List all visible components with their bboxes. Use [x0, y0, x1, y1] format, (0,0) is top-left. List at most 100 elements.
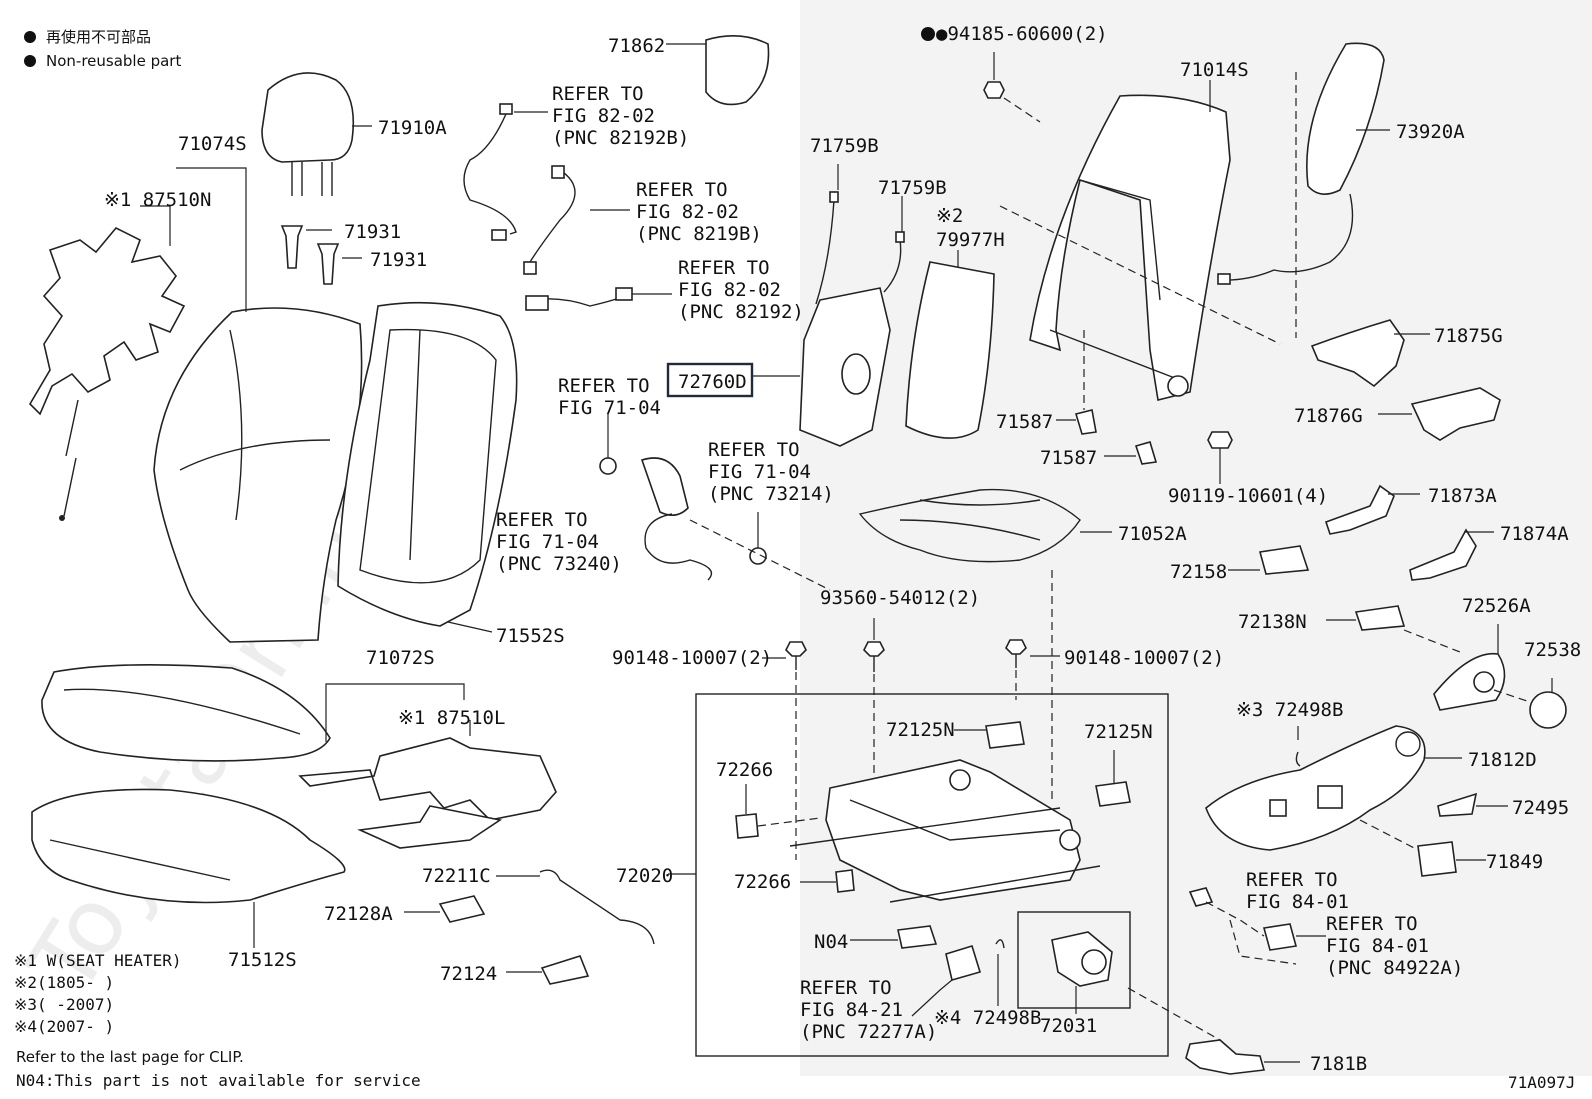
label-90148-a: 90148-10007(2): [612, 647, 772, 669]
label-71052A: 71052A: [1118, 523, 1187, 545]
label-79977H-note: ※2: [936, 205, 963, 227]
svg-text:REFER TO: REFER TO: [1246, 869, 1338, 891]
cover-72138N: [1326, 605, 1461, 653]
label-73920A: 73920A: [1396, 121, 1465, 143]
svg-text:FIG 84-01: FIG 84-01: [1246, 891, 1349, 913]
cover-72128A: [404, 895, 486, 923]
svg-text:FIG 71-04: FIG 71-04: [708, 461, 811, 483]
legend-english: Non-reusable part: [46, 52, 181, 70]
wire-harness-8219B: [523, 165, 630, 275]
label-71873A: 71873A: [1428, 485, 1497, 507]
refer-72277A[interactable]: REFER TO FIG 84-21 (PNC 72277A): [800, 977, 937, 1043]
svg-text:FIG 71-04: FIG 71-04: [558, 397, 661, 419]
label-72538: 72538: [1524, 639, 1581, 661]
spring-71052A: [858, 488, 1112, 800]
highlight-box-72760D: [666, 362, 754, 398]
adjuster-72020: [789, 759, 1101, 903]
airbag-73920A: [1217, 42, 1390, 338]
refer-fig-84-01[interactable]: REFER TO FIG 84-01: [1246, 869, 1349, 913]
svg-text:FIG 84-21: FIG 84-21: [800, 999, 903, 1021]
refer-fig-71-04[interactable]: REFER TO FIG 71-04: [558, 375, 661, 419]
label-90148-b: 90148-10007(2): [1064, 647, 1224, 669]
label-71014S: 71014S: [1180, 59, 1249, 81]
headrest-71910A: [261, 72, 372, 196]
svg-text:(PNC 72277A): (PNC 72277A): [800, 1021, 937, 1043]
refer-73214[interactable]: REFER TO FIG 71-04 (PNC 73214): [708, 439, 834, 505]
note-3: ※3( -2007): [14, 995, 114, 1014]
note-n04: N04:This part is not available for servi…: [16, 1071, 421, 1090]
clips-72266: [735, 784, 855, 893]
label-72138N: 72138N: [1238, 611, 1307, 633]
cover-71876G: [1378, 387, 1501, 441]
seatback-pad-71552S: [337, 301, 518, 633]
cover-71849: [1359, 819, 1486, 877]
refer-82192B[interactable]: REFER TO FIG 82-02 (PNC 82192B): [552, 83, 689, 149]
label-72760D: 72760D: [678, 371, 747, 393]
svg-text:REFER TO: REFER TO: [1326, 913, 1418, 935]
label-71910A: 71910A: [378, 117, 447, 139]
label-71759B-a: 71759B: [810, 135, 879, 157]
svg-text:(PNC 82192): (PNC 82192): [678, 301, 804, 323]
label-72266-a: 72266: [716, 759, 773, 781]
svg-text:FIG 82-02: FIG 82-02: [552, 105, 655, 127]
svg-text:REFER TO: REFER TO: [800, 977, 892, 999]
legend-japanese: 再使用不可部品: [46, 28, 151, 46]
label-71072S: 71072S: [366, 647, 435, 669]
label-93560: 93560-54012(2): [820, 587, 980, 609]
wire-harness-82192B: [463, 103, 548, 241]
svg-text:(PNC 73240): (PNC 73240): [496, 553, 622, 575]
cap-72538: [1493, 678, 1567, 729]
note-clip: Refer to the last page for CLIP.: [16, 1048, 244, 1066]
wire-harness-82192: [525, 287, 672, 311]
seatback-cover-71074S: [153, 167, 363, 643]
label-72498B-a: ※3 72498B: [1236, 699, 1343, 721]
cover-72124: [506, 955, 590, 985]
refer-8219B[interactable]: REFER TO FIG 82-02 (PNC 8219B): [636, 179, 762, 245]
cover-72158: [1228, 545, 1310, 575]
svg-text:(PNC 82192B): (PNC 82192B): [552, 127, 689, 149]
label-N04: N04: [814, 931, 848, 953]
cushion-cover-71072S: [41, 664, 465, 762]
svg-text:REFER TO: REFER TO: [636, 179, 728, 201]
label-71876G: 71876G: [1294, 405, 1363, 427]
label-72211C: 72211C: [422, 865, 491, 887]
cushion-pad-71512S: [31, 788, 346, 948]
legend: 再使用不可部品 Non-reusable part: [24, 28, 181, 70]
clip-71587: [1056, 330, 1158, 465]
svg-text:FIG 82-02: FIG 82-02: [678, 279, 781, 301]
knob-72526A: [1433, 624, 1506, 711]
label-87510N: ※1 87510N: [104, 189, 211, 211]
trim-71862: [666, 35, 770, 106]
cover-72495: [1437, 792, 1508, 817]
label-72266-b: 72266: [734, 871, 791, 893]
label-72125N-b: 72125N: [1084, 721, 1153, 743]
cover-71875G: [1310, 319, 1430, 388]
bracket-72277A: [911, 945, 982, 1017]
adjuster-box: [695, 693, 1169, 1057]
part-N04: [850, 925, 938, 949]
refer-84922A[interactable]: REFER TO FIG 84-01 (PNC 84922A): [1326, 913, 1463, 979]
svg-text:FIG 71-04: FIG 71-04: [496, 531, 599, 553]
note-2: ※2(1805- ): [14, 973, 114, 992]
refer-82192[interactable]: REFER TO FIG 82-02 (PNC 82192): [678, 257, 804, 323]
label-71512S: 71512S: [228, 949, 297, 971]
label-71587-b: 71587: [1040, 447, 1097, 469]
switch-connector: [1188, 887, 1326, 965]
hook-72498B: [995, 939, 1005, 1006]
label-72124: 72124: [440, 963, 497, 985]
note-1: ※1 W(SEAT HEATER): [14, 951, 182, 970]
label-90119: 90119-10601(4): [1168, 485, 1328, 507]
label-71074S: 71074S: [178, 133, 247, 155]
label-87510L: ※1 87510L: [398, 707, 505, 729]
label-72498B-b: ※4 72498B: [934, 1007, 1041, 1029]
svg-text:(PNC 73214): (PNC 73214): [708, 483, 834, 505]
label-72495: 72495: [1512, 797, 1569, 819]
rod-72211C: [496, 869, 655, 945]
label-94185: ●94185-60600(2): [936, 23, 1108, 45]
harness-7181B: [1127, 987, 1300, 1075]
svg-text:REFER TO: REFER TO: [558, 375, 650, 397]
svg-text:FIG 82-02: FIG 82-02: [636, 201, 739, 223]
refer-73240[interactable]: REFER TO FIG 71-04 (PNC 73240): [496, 509, 622, 575]
cover-71874A: [1409, 528, 1494, 581]
